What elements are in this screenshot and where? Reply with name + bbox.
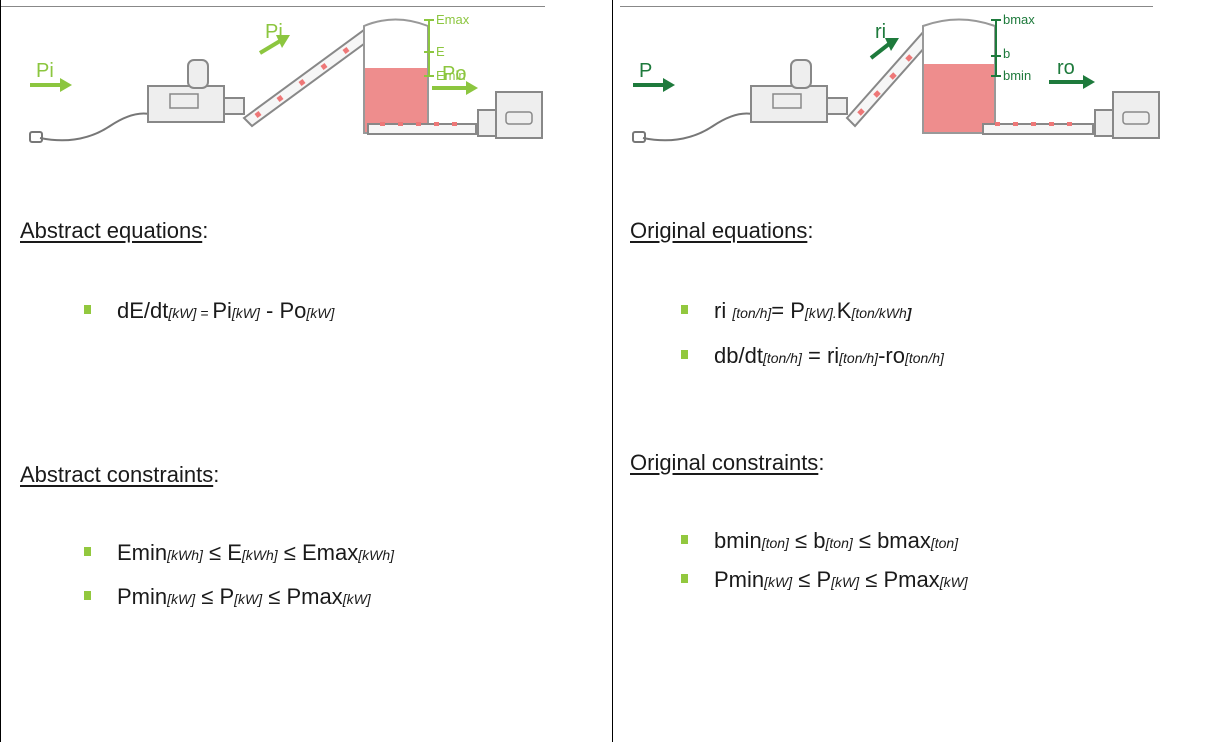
abstract-equations-heading: Abstract equations: bbox=[20, 218, 209, 243]
bullet-icon bbox=[84, 305, 91, 314]
bullet-icon bbox=[681, 305, 688, 314]
right-level-max: bmax bbox=[1003, 12, 1035, 27]
right-input-label: P bbox=[639, 60, 652, 82]
right-output-label: ro bbox=[1057, 57, 1075, 79]
bullet-icon bbox=[84, 591, 91, 600]
left-level: E bbox=[436, 44, 445, 59]
left-cell: Pi Pi Emax E Emin Po bbox=[20, 12, 543, 609]
original-equations-heading: Original equations: bbox=[630, 218, 814, 243]
right-belt-label: ri bbox=[875, 21, 886, 43]
bullet-icon bbox=[681, 535, 688, 544]
bullet-icon bbox=[681, 574, 688, 583]
original-constraints-heading: Original constraints: bbox=[630, 450, 825, 475]
abstract-constraints-heading: Abstract constraints: bbox=[20, 462, 220, 487]
right-level-min: bmin bbox=[1003, 68, 1031, 83]
left-input-label: Pi bbox=[36, 60, 54, 82]
left-process-diagram: Pi Pi Emax E Emin Po bbox=[29, 12, 543, 143]
bullet-icon bbox=[681, 350, 688, 359]
table-top-border-right bbox=[620, 6, 1153, 7]
right-process-diagram: P ri bmax b bmin ro bbox=[632, 12, 1160, 143]
left-belt-label: Pi bbox=[265, 21, 283, 43]
table-left-border bbox=[0, 0, 1, 742]
left-output-label: Po bbox=[442, 63, 466, 85]
table-top-border-left bbox=[0, 6, 545, 7]
left-level-max: Emax bbox=[436, 12, 470, 27]
right-level: b bbox=[1003, 46, 1010, 61]
left-level-min: Emin bbox=[436, 68, 466, 83]
right-cell: P ri bmax b bmin ro bbox=[613, 0, 1218, 742]
bullet-icon bbox=[84, 547, 91, 556]
table-middle-border bbox=[612, 0, 613, 742]
